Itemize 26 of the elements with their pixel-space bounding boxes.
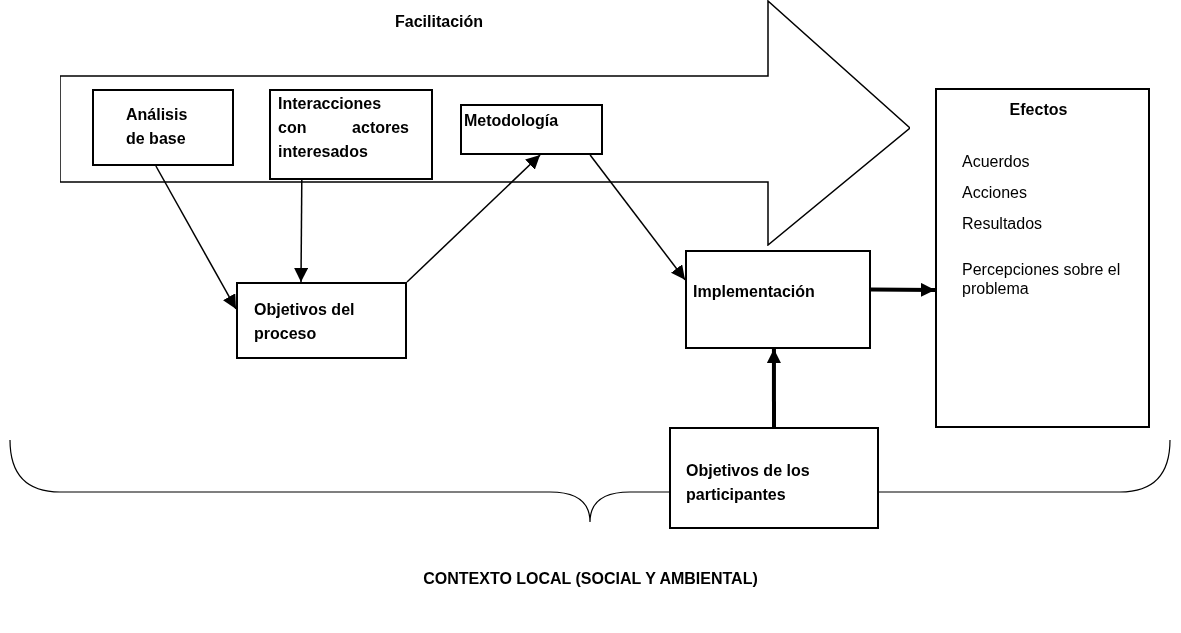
process-box: [460, 104, 603, 155]
box-label: Análisis de base: [126, 105, 189, 149]
box-label: Interacciones con actores interesados: [278, 94, 409, 162]
effect-item: Percepciones sobre el problema: [962, 260, 1122, 298]
box-label: Objetivos del proceso: [254, 300, 355, 344]
arrow: [871, 282, 935, 297]
process-box: [669, 427, 879, 529]
arrow: [155, 165, 237, 310]
arrow: [406, 154, 541, 283]
context-label: CONTEXTO LOCAL (SOCIAL Y AMBIENTAL): [422, 569, 759, 589]
effect-item: Acuerdos: [962, 152, 1031, 171]
box-label: Metodología: [464, 111, 560, 131]
box-label: Implementación: [693, 282, 816, 302]
arrow-heading: Facilitación: [395, 12, 484, 32]
box-heading: Efectos: [1009, 100, 1068, 120]
effects-box: [935, 88, 1150, 428]
process-box: [269, 89, 433, 180]
process-box: [685, 250, 871, 349]
process-box: [92, 89, 234, 166]
box-label: Objetivos de los participantes: [686, 461, 811, 505]
arrow: [766, 349, 781, 427]
arrow: [294, 179, 309, 283]
process-box: [236, 282, 407, 359]
arrow: [589, 154, 686, 281]
effect-item: Resultados: [962, 214, 1044, 233]
effect-item: Acciones: [962, 183, 1028, 202]
